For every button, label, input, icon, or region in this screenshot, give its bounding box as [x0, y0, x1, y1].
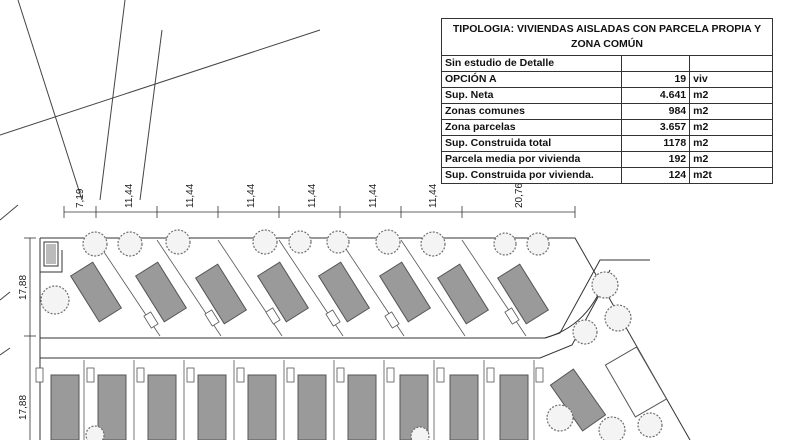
row-unit: m2t: [689, 167, 773, 184]
table-row: Sup. Construida total 1178 m2: [440, 135, 773, 152]
house: [496, 263, 550, 325]
row-unit: [689, 55, 773, 72]
bottom-row-houses: [50, 368, 607, 440]
summary-table: TIPOLOGIA: VIVIENDAS AISLADAS CON PARCEL…: [440, 18, 773, 184]
row-unit: m2: [689, 119, 773, 136]
tree: [526, 232, 550, 256]
row-unit: m2: [689, 103, 773, 120]
dim-label: 17,88: [18, 275, 29, 300]
row-label: Sup. Construida total: [440, 135, 623, 152]
house: [50, 374, 80, 440]
tree: [420, 231, 446, 257]
row-unit: m2: [689, 151, 773, 168]
left-dimensions: 17,88 17,88: [18, 275, 29, 420]
table-title: TIPOLOGIA: VIVIENDAS AISLADAS CON PARCEL…: [441, 18, 773, 56]
row-value: 4.641: [621, 87, 691, 104]
tree: [82, 231, 108, 257]
row-value: [621, 55, 691, 72]
table-row: Sup. Construida por vivienda. 124 m2t: [440, 167, 773, 184]
house: [317, 261, 371, 323]
tree: [637, 412, 663, 438]
top-dimensions: 7,19 11,44 11,44 11,44 11,44 11,44 11,44…: [75, 183, 525, 208]
top-row-parking: [143, 307, 520, 329]
service-box-hatch: [46, 244, 56, 264]
top-dimension-line: [63, 206, 576, 218]
tree: [165, 229, 191, 255]
house: [69, 261, 123, 323]
tree: [410, 426, 430, 440]
tree: [326, 230, 350, 254]
row-label: Sup. Construida por vivienda.: [440, 167, 623, 184]
row-label: Zonas comunes: [440, 103, 623, 120]
dim-label: 11,44: [428, 183, 439, 208]
row-label: OPCIÓN A: [440, 71, 623, 88]
row-unit: m2: [689, 135, 773, 152]
dim-label: 11,44: [185, 183, 196, 208]
row-label: Sup. Neta: [440, 87, 623, 104]
trees: [40, 229, 663, 440]
dim-label: 20,76: [514, 183, 525, 208]
row-label: Parcela media por vivienda: [440, 151, 623, 168]
house: [449, 374, 479, 440]
row-unit: viv: [689, 71, 773, 88]
row-value: 124: [621, 167, 691, 184]
dim-label: 11,44: [307, 183, 318, 208]
tree: [117, 231, 143, 257]
dim-label: 11,44: [368, 183, 379, 208]
dim-label: 11,44: [124, 183, 135, 208]
table-row: OPCIÓN A 19 viv: [440, 71, 773, 88]
tree: [40, 285, 70, 315]
tree: [604, 304, 632, 332]
row-value: 19: [621, 71, 691, 88]
house: [247, 374, 277, 440]
table-row: Zona parcelas 3.657 m2: [440, 119, 773, 136]
row-unit: m2: [689, 87, 773, 104]
table-row: Zonas comunes 984 m2: [440, 103, 773, 120]
row-value: 3.657: [621, 119, 691, 136]
house: [134, 261, 188, 323]
left-dimension-line: [24, 237, 36, 440]
row-value: 1178: [621, 135, 691, 152]
row-value: 984: [621, 103, 691, 120]
bottom-row-parking: [35, 367, 544, 383]
tree: [546, 404, 574, 432]
table-row: Parcela media por vivienda 192 m2: [440, 151, 773, 168]
tree: [493, 232, 517, 256]
house: [347, 374, 377, 440]
house: [499, 374, 529, 440]
house: [194, 263, 248, 325]
tree: [591, 271, 619, 299]
top-row-houses: [69, 261, 550, 325]
table-row: Sup. Neta 4.641 m2: [440, 87, 773, 104]
bottom-parcel-separators: [83, 360, 535, 440]
house: [147, 374, 177, 440]
dim-label: 7,19: [75, 188, 86, 208]
house: [297, 374, 327, 440]
row-label: Zona parcelas: [440, 119, 623, 136]
tree: [85, 425, 105, 440]
dim-label: 11,44: [246, 183, 257, 208]
service-box: [43, 241, 59, 267]
tree: [375, 229, 401, 255]
tree: [598, 416, 626, 440]
table-row: Sin estudio de Detalle: [440, 55, 773, 72]
context-lines: [0, 0, 321, 356]
house: [256, 261, 310, 323]
dim-label: 17,88: [18, 395, 29, 420]
house: [197, 374, 227, 440]
house: [97, 374, 127, 440]
tree: [572, 319, 598, 345]
common-zone-building: [604, 346, 668, 418]
house: [436, 263, 490, 325]
row-value: 192: [621, 151, 691, 168]
row-label: Sin estudio de Detalle: [440, 55, 623, 72]
house: [378, 261, 432, 323]
tree: [288, 230, 312, 254]
tree: [252, 229, 278, 255]
